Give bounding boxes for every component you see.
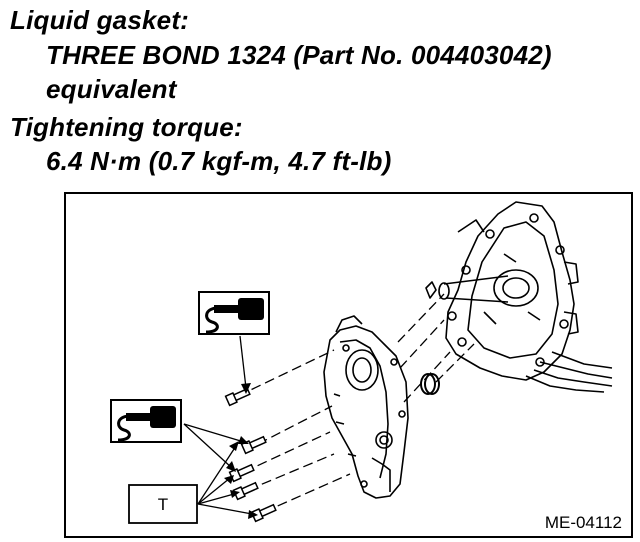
oil-seal	[420, 373, 440, 395]
arrowheads	[224, 383, 258, 519]
gasket-spec-line1: THREE BOND 1324 (Part No. 004403042)	[46, 40, 552, 70]
gasket-heading: Liquid gasket:	[10, 5, 190, 35]
assembly-illustration: T ME-04112	[64, 192, 633, 538]
figure-code: ME-04112	[545, 513, 622, 532]
bolt	[232, 481, 259, 501]
figure-frame	[64, 192, 633, 538]
liquid-gasket-icon	[110, 399, 182, 443]
bolt	[250, 503, 277, 523]
torque-callout: T	[128, 484, 198, 524]
bolts	[224, 387, 277, 523]
torque-heading: Tightening torque:	[10, 112, 243, 142]
leader-lines	[183, 335, 253, 515]
oil-pump	[323, 315, 409, 499]
gasket-spec-line2: equivalent	[46, 74, 177, 104]
torque-value: 6.4 N·m (0.7 kgf-m, 4.7 ft-lb)	[46, 146, 392, 176]
torque-symbol: T	[158, 495, 168, 514]
engine-block	[425, 201, 613, 393]
bolt	[240, 435, 267, 455]
alignment-lines	[237, 293, 475, 513]
liquid-gasket-icon	[198, 291, 270, 335]
